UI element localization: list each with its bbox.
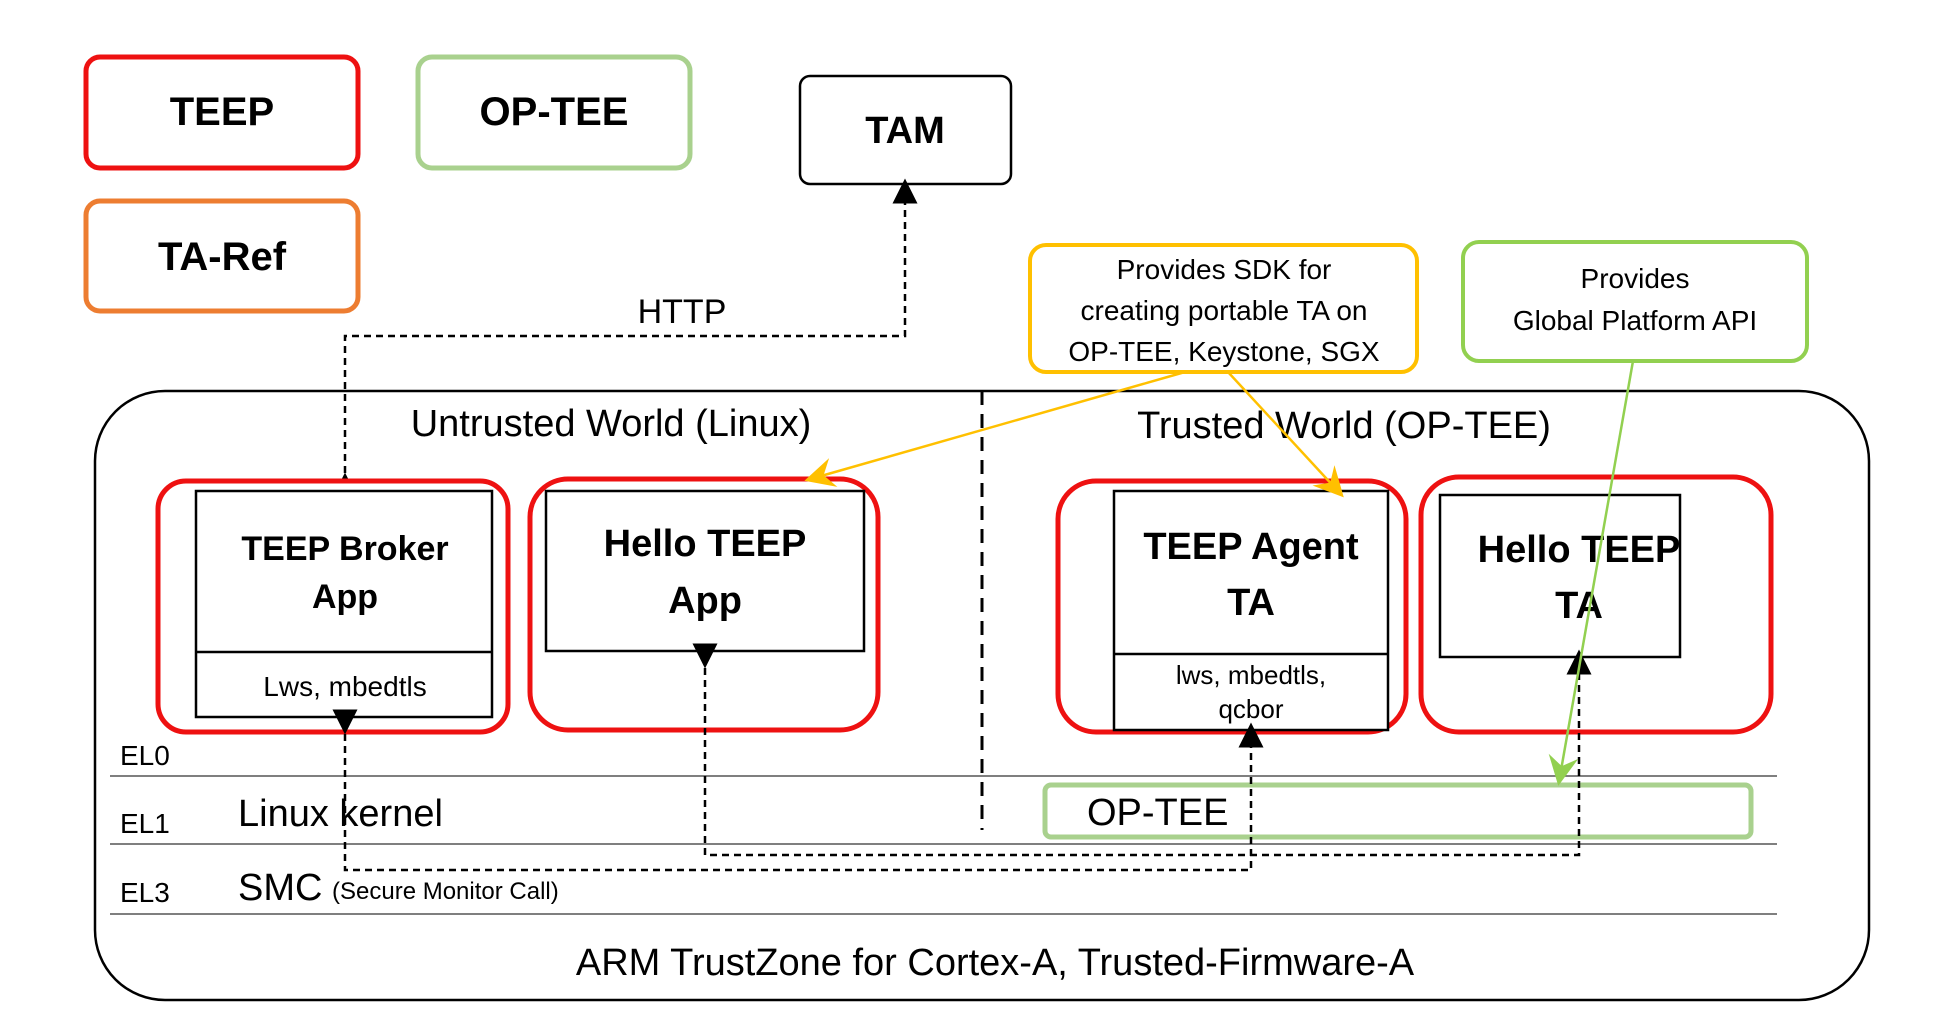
legend-teep-label: TEEP xyxy=(170,90,274,134)
tam-label: TAM xyxy=(865,110,945,152)
broker-lib-label: Lws, mbedtls xyxy=(263,671,426,702)
hello-app-title-line2: App xyxy=(668,580,742,622)
agent-lib-line2: qcbor xyxy=(1218,694,1283,724)
optee-kernel-label: OP-TEE xyxy=(1087,792,1228,834)
http-label: HTTP xyxy=(638,293,727,331)
agent-title-line1: TEEP Agent xyxy=(1143,526,1359,568)
legend-optee: OP-TEE xyxy=(415,54,693,171)
gp-callout-line2: Global Platform API xyxy=(1513,305,1757,336)
hello-app-title-line1: Hello TEEP xyxy=(604,523,807,565)
sdk-callout-line2: creating portable TA on xyxy=(1081,295,1368,326)
smc-note: (Secure Monitor Call) xyxy=(332,878,559,905)
hello-ta-title-line2: TA xyxy=(1555,585,1603,627)
smc-path-broker-agent xyxy=(332,709,1264,872)
hello-ta-title-line1: Hello TEEP xyxy=(1478,529,1681,571)
sdk-callout-line3: OP-TEE, Keystone, SGX xyxy=(1068,336,1380,367)
teep-broker-group: TEEP Broker App Lws, mbedtls xyxy=(155,478,511,735)
linux-kernel-label: Linux kernel xyxy=(238,793,443,835)
untrusted-world-label: Untrusted World (Linux) xyxy=(411,403,812,445)
gp-arrow-to-optee xyxy=(1548,360,1635,786)
agent-title-line2: TA xyxy=(1227,582,1275,624)
sdk-callout: Provides SDK for creating portable TA on… xyxy=(1028,243,1419,374)
legend-optee-label: OP-TEE xyxy=(480,90,629,134)
teep-agent-group: TEEP Agent TA lws, mbedtls, qcbor xyxy=(1055,478,1409,735)
trustzone-footer-label: ARM TrustZone for Cortex-A, Trusted-Firm… xyxy=(576,942,1415,984)
el1-label: EL1 xyxy=(120,808,170,839)
broker-title-line1: TEEP Broker xyxy=(241,530,448,568)
tam-box: TAM xyxy=(798,74,1013,186)
sdk-arrow-to-app xyxy=(804,370,1186,487)
smc-label: SMC xyxy=(238,867,322,909)
gp-callout: Provides Global Platform API xyxy=(1461,240,1809,363)
smc-path-app-ta xyxy=(692,643,1592,857)
hello-teep-ta-group: Hello TEEP TA xyxy=(1418,474,1774,735)
sdk-arrow-to-agent xyxy=(1227,371,1344,498)
agent-lib-line1: lws, mbedtls, xyxy=(1176,660,1326,690)
el3-label: EL3 xyxy=(120,877,170,908)
legend-teep: TEEP xyxy=(83,54,361,171)
broker-title-line2: App xyxy=(312,578,378,616)
el0-label: EL0 xyxy=(120,740,170,771)
sdk-callout-line1: Provides SDK for xyxy=(1117,254,1332,285)
legend-taref-label: TA-Ref xyxy=(158,235,287,279)
legend-taref: TA-Ref xyxy=(83,198,361,314)
trusted-world-label: Trusted World (OP-TEE) xyxy=(1137,405,1551,447)
gp-callout-line1: Provides xyxy=(1581,263,1690,294)
http-connector xyxy=(332,178,918,498)
optee-kernel-bar xyxy=(1042,782,1754,840)
